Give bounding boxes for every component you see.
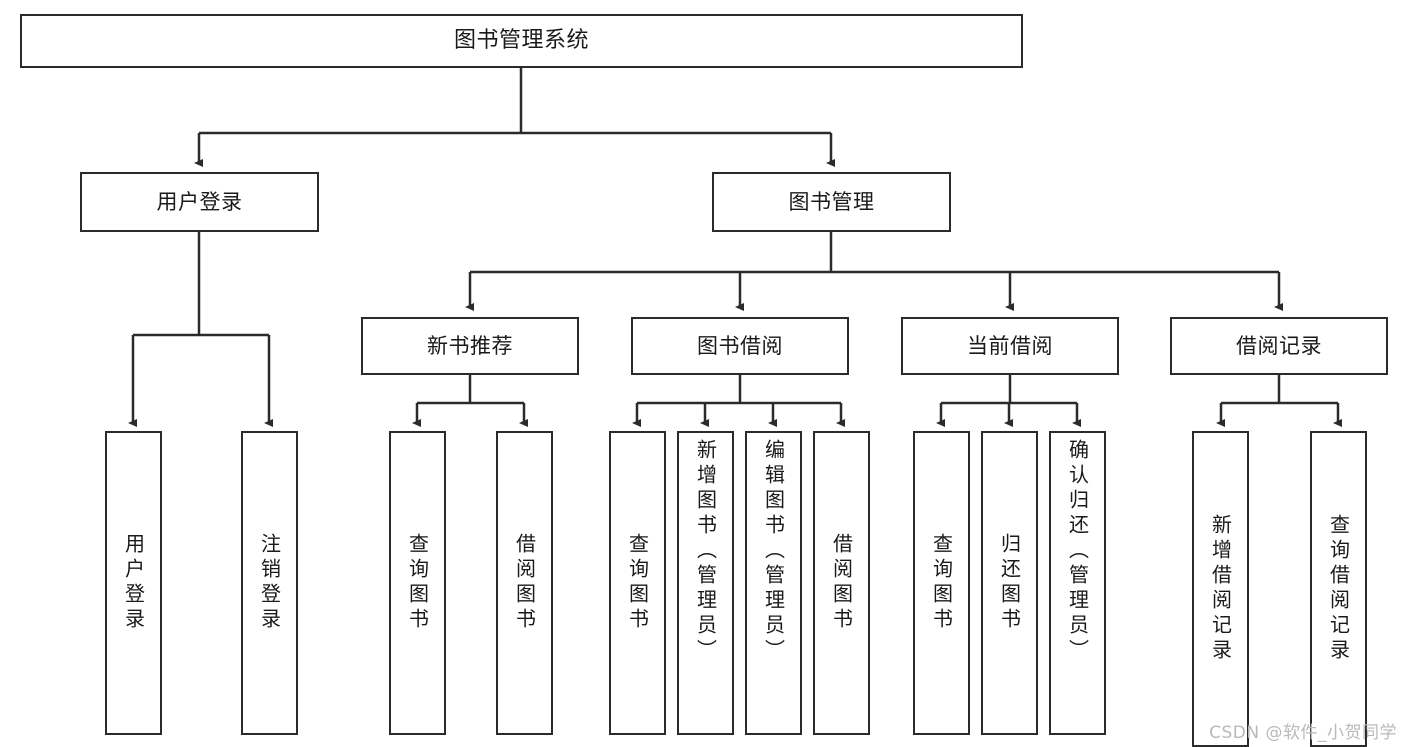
node-leaf-query-book-3-label: 查询图书 [929,533,954,633]
node-leaf-add-book-admin-label: 新增图书（管理员） [693,439,718,664]
node-leaf-borrow-book-1-label: 借阅图书 [512,533,537,633]
node-leaf-query-book-1[interactable]: 查询图书 [389,431,446,735]
node-book-borrow-label: 图书借阅 [697,333,783,358]
node-new-book-recommend[interactable]: 新书推荐 [361,317,579,375]
node-leaf-borrow-book-2[interactable]: 借阅图书 [813,431,870,735]
node-leaf-confirm-return-admin[interactable]: 确认归还（管理员） [1049,431,1106,735]
node-leaf-borrow-book-2-label: 借阅图书 [829,533,854,633]
watermark-text: CSDN @软件_小贺同学 [1209,723,1397,743]
node-leaf-borrow-book-1[interactable]: 借阅图书 [496,431,553,735]
node-new-book-recommend-label: 新书推荐 [427,333,513,358]
node-leaf-return-book[interactable]: 归还图书 [981,431,1038,735]
node-leaf-logout-login[interactable]: 注销登录 [241,431,298,735]
node-leaf-logout-login-label: 注销登录 [257,533,282,633]
node-leaf-query-book-1-label: 查询图书 [405,533,430,633]
node-leaf-query-book-2-label: 查询图书 [625,533,650,633]
node-leaf-query-book-2[interactable]: 查询图书 [609,431,666,735]
node-leaf-return-book-label: 归还图书 [997,533,1022,633]
node-leaf-query-book-3[interactable]: 查询图书 [913,431,970,735]
node-leaf-user-login[interactable]: 用户登录 [105,431,162,735]
node-leaf-edit-book-admin[interactable]: 编辑图书（管理员） [745,431,802,735]
node-leaf-add-borrow-record[interactable]: 新增借阅记录 [1192,431,1249,747]
node-root-label: 图书管理系统 [453,28,589,54]
node-leaf-user-login-label: 用户登录 [121,533,146,633]
node-leaf-query-borrow-record[interactable]: 查询借阅记录 [1310,431,1367,747]
node-book-borrow[interactable]: 图书借阅 [631,317,849,375]
node-leaf-add-borrow-record-label: 新增借阅记录 [1208,514,1233,664]
node-user-login-label: 用户登录 [156,189,243,214]
node-current-borrow-label: 当前借阅 [967,333,1053,358]
node-root[interactable]: 图书管理系统 [20,14,1023,68]
node-borrow-record-label: 借阅记录 [1236,333,1322,358]
node-leaf-confirm-return-admin-label: 确认归还（管理员） [1065,439,1090,664]
node-book-management[interactable]: 图书管理 [712,172,951,232]
node-leaf-add-book-admin[interactable]: 新增图书（管理员） [677,431,734,735]
node-borrow-record[interactable]: 借阅记录 [1170,317,1388,375]
node-leaf-query-borrow-record-label: 查询借阅记录 [1326,514,1351,664]
node-book-management-label: 图书管理 [788,189,875,214]
node-leaf-edit-book-admin-label: 编辑图书（管理员） [761,439,786,664]
node-user-login[interactable]: 用户登录 [80,172,319,232]
node-current-borrow[interactable]: 当前借阅 [901,317,1119,375]
